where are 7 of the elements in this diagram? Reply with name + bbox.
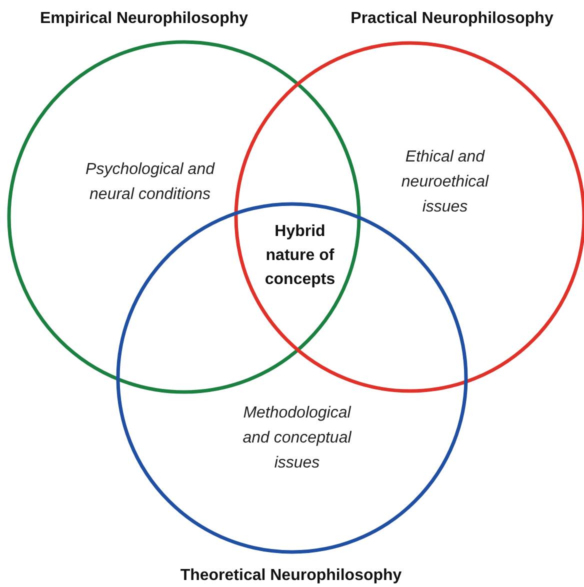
circle-heading: Theoretical Neurophilosophy: [180, 567, 402, 585]
circle-description: Psychological and neural conditions: [85, 160, 215, 205]
circle-heading: Empirical Neurophilosophy: [40, 10, 248, 28]
intersection-label: Hybrid nature of concepts: [264, 222, 336, 290]
circle-description: Methodological and conceptual issues: [242, 404, 353, 474]
circle-heading: Practical Neurophilosophy: [350, 10, 554, 28]
circle-description: Ethical and neuroethical issues: [400, 148, 490, 218]
